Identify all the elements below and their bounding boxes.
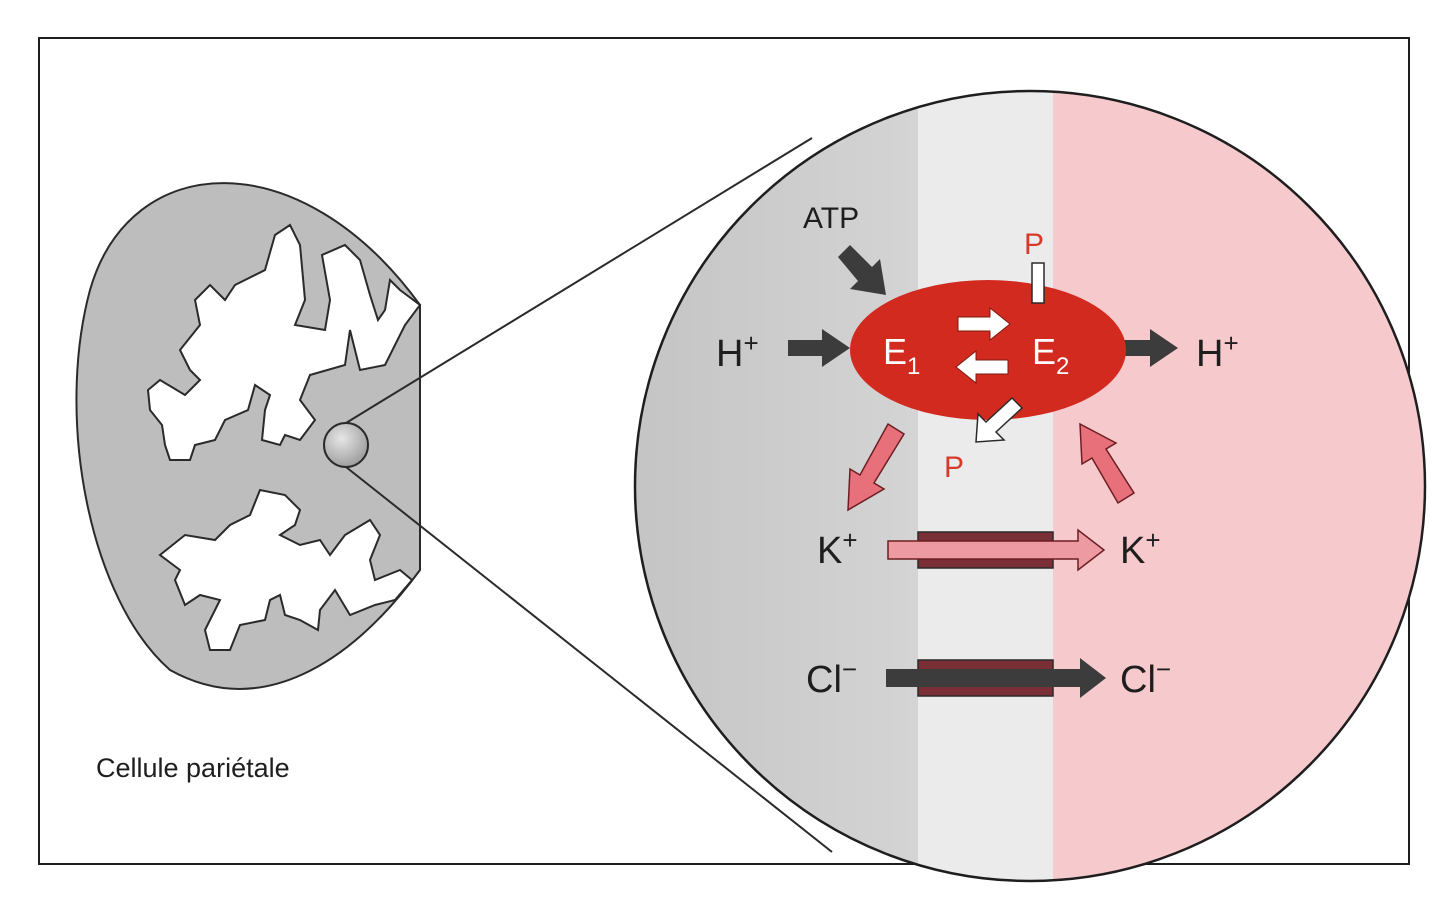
canaliculus-lower <box>158 488 414 651</box>
phosphate-bar <box>1031 262 1045 304</box>
k-in-arrow <box>847 422 906 512</box>
e1-label: E1 <box>883 331 920 380</box>
magnified-circle-outline <box>633 89 1427 883</box>
cl-right-label: Cl− <box>1120 654 1171 701</box>
atp-arrow <box>838 245 886 295</box>
proton-pump-enzyme <box>850 280 1126 420</box>
caption: Cellule pariétale <box>96 753 290 783</box>
h-in-arrow <box>788 329 850 367</box>
zoom-line-top <box>345 137 813 424</box>
cl-left-label: Cl− <box>806 654 857 701</box>
cl-transport-arrow <box>886 658 1106 698</box>
k-left-label: K+ <box>817 525 858 572</box>
canaliculus-upper <box>146 223 422 461</box>
k-transport-arrow <box>887 528 1106 572</box>
phosphate-release-arrow <box>975 396 1024 443</box>
k-right-label: K+ <box>1120 525 1161 572</box>
e2-to-e1-arrow <box>955 349 1009 385</box>
membrane-region <box>918 91 1053 881</box>
h-out-arrow <box>1118 329 1178 367</box>
atp-label: ATP <box>803 202 859 235</box>
e1-to-e2-arrow <box>957 306 1011 342</box>
k-out-arrow <box>1079 422 1136 505</box>
zoom-line-bottom <box>345 466 833 853</box>
phosphate-label-bottom: P <box>944 451 964 484</box>
parietal-cell <box>75 182 422 690</box>
e2-label: E2 <box>1032 331 1069 380</box>
h-left-label: H+ <box>716 328 759 375</box>
zoom-region <box>323 422 369 468</box>
h-right-label: H+ <box>1196 328 1239 375</box>
phosphate-label-top: P <box>1024 228 1044 261</box>
